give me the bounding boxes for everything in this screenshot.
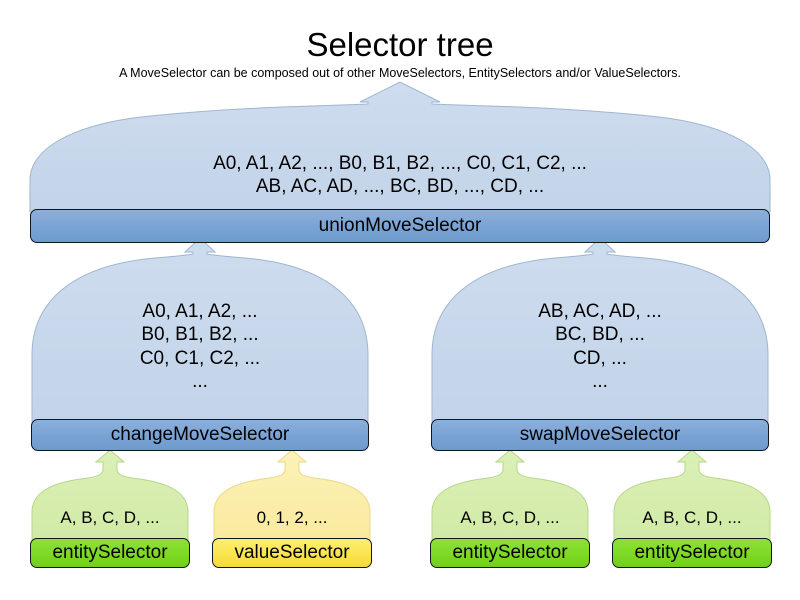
node-label-entity-selector-3: entitySelector (634, 542, 750, 563)
balloon-contents-union-move-selector: A0, A1, A2, ..., B0, B1, B2, ..., C0, C1… (213, 153, 587, 198)
node-swap-move-selector[interactable]: swapMoveSelector (431, 419, 769, 451)
node-label-swap-move-selector: swapMoveSelector (519, 424, 681, 445)
balloon-contents-entity-selector-2: A, B, C, D, ... (460, 508, 560, 527)
node-label-value-selector-1: valueSelector (234, 542, 350, 563)
node-union-move-selector[interactable]: unionMoveSelector (30, 209, 770, 243)
node-label-change-move-selector: changeMoveSelector (110, 424, 290, 445)
page-title: Selector tree (306, 26, 494, 63)
node-entity-selector-1[interactable]: entitySelector (30, 538, 190, 568)
balloon-contents-entity-selector-3: A, B, C, D, ... (642, 508, 742, 527)
node-label-entity-selector-1: entitySelector (52, 542, 168, 563)
node-value-selector-1[interactable]: valueSelector (212, 538, 372, 568)
page-subtitle: A MoveSelector can be composed out of ot… (119, 66, 681, 80)
balloon-contents-swap-move-selector: AB, AC, AD, ... BC, BD, ... CD, ... ... (538, 301, 662, 393)
node-change-move-selector[interactable]: changeMoveSelector (31, 419, 369, 451)
node-label-entity-selector-2: entitySelector (452, 542, 568, 563)
node-label-union-move-selector: unionMoveSelector (318, 215, 482, 236)
node-entity-selector-2[interactable]: entitySelector (430, 538, 590, 568)
balloon-contents-value-selector-1: 0, 1, 2, ... (256, 508, 328, 527)
balloon-contents-change-move-selector: A0, A1, A2, ... B0, B1, B2, ... C0, C1, … (139, 301, 261, 393)
balloon-contents-entity-selector-1: A, B, C, D, ... (60, 508, 160, 527)
node-entity-selector-3[interactable]: entitySelector (612, 538, 772, 568)
